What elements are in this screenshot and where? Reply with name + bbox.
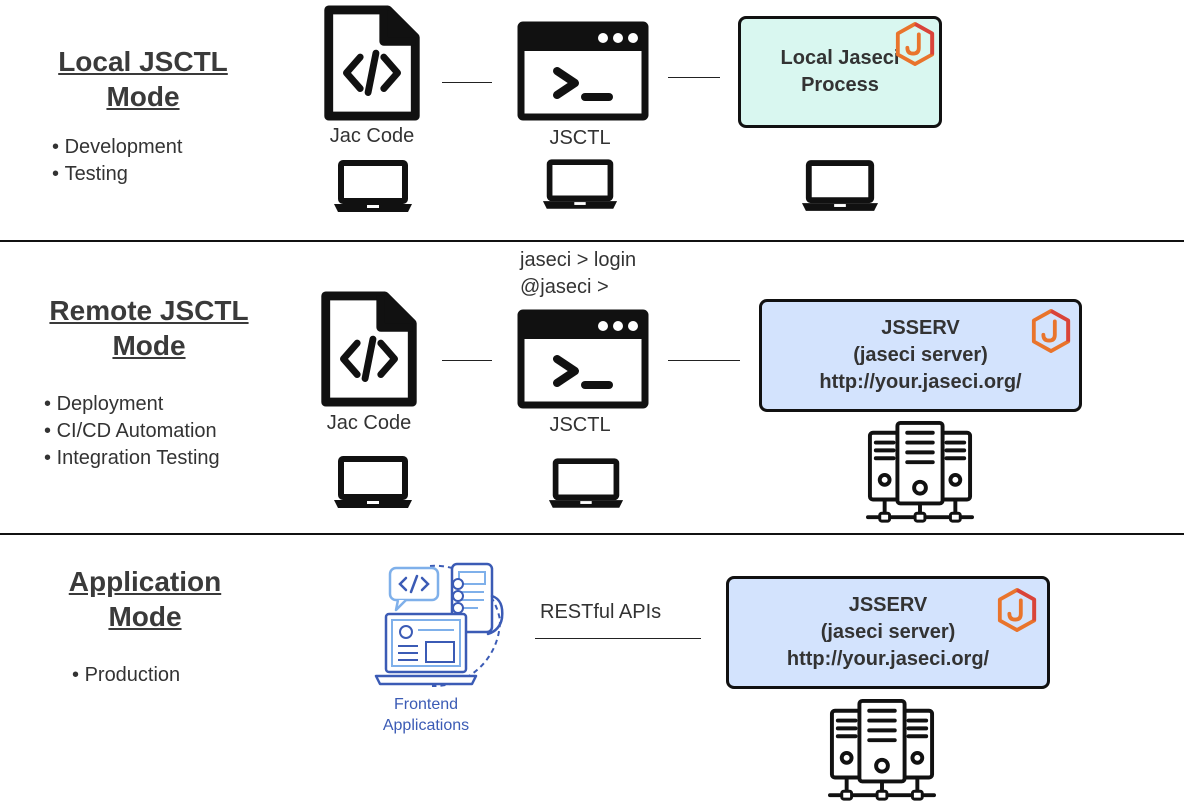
bullet-cicd-automation: CI/CD Automation: [44, 418, 220, 445]
section-divider-2: [0, 533, 1184, 535]
restful-apis-label: RESTful APIs: [540, 601, 662, 623]
remote-mode-title-line2: Mode: [112, 330, 186, 361]
jaseci-logo-icon: [894, 21, 936, 67]
frontend-applications-label: Frontend Applications: [366, 694, 486, 736]
jaseci-logo-icon: [996, 587, 1038, 633]
local-process-line2: Process: [801, 74, 879, 96]
local-process-line1: Local Jaseci: [780, 47, 900, 69]
remote-jac-code-label: Jac Code: [326, 412, 412, 434]
bullet-integration-testing: Integration Testing: [44, 445, 220, 472]
terminal-window-icon: [516, 309, 650, 409]
laptop-icon: [333, 456, 413, 510]
bullet-testing: Testing: [52, 161, 182, 188]
section-divider-1: [0, 240, 1184, 242]
laptop-icon: [548, 458, 624, 510]
frontend-apps-illustration: [374, 562, 504, 688]
jaseci-logo-icon: [1030, 308, 1072, 354]
local-jaseci-process-box: Local Jaseci Process: [738, 16, 942, 128]
remote-prompt-line1: jaseci > login: [520, 249, 637, 271]
remote-jsserv-box: JSSERV (jaseci server) http://your.jasec…: [759, 299, 1082, 412]
remote-jsctl-label: JSCTL: [549, 414, 611, 436]
bullet-deployment: Deployment: [44, 391, 220, 418]
remote-connector-jsctl-server: [668, 360, 740, 361]
local-connector-code-jsctl: [442, 82, 492, 83]
laptop-icon: [542, 159, 618, 211]
remote-mode-title: Remote JSCTL Mode: [34, 293, 264, 363]
application-mode-bullets: Production: [72, 662, 181, 689]
app-connector-frontend-server: [535, 638, 701, 639]
application-mode-title-line1: Application: [68, 566, 222, 597]
local-jsctl-label: JSCTL: [549, 127, 611, 149]
server-rack-icon: [828, 698, 936, 802]
remote-mode-title-line1: Remote JSCTL: [49, 295, 249, 326]
remote-server-line1: JSSERV: [881, 317, 960, 339]
remote-server-line2: (jaseci server): [853, 344, 988, 366]
terminal-window-icon: [516, 21, 650, 121]
frontend-label-line1: Frontend: [393, 696, 459, 713]
local-jac-code-label: Jac Code: [329, 125, 415, 147]
remote-prompt-line2: @jaseci >: [520, 276, 609, 298]
remote-connector-code-jsctl: [442, 360, 492, 361]
app-server-line3: http://your.jaseci.org/: [786, 648, 990, 670]
local-connector-jsctl-process: [668, 77, 720, 78]
frontend-label-line2: Applications: [382, 717, 470, 734]
app-server-line2: (jaseci server): [820, 621, 956, 643]
remote-mode-bullets: Deployment CI/CD Automation Integration …: [44, 391, 220, 472]
app-server-line1: JSSERV: [848, 594, 928, 616]
remote-cli-prompt: jaseci > login @jaseci >: [520, 247, 636, 301]
code-file-icon: [322, 4, 422, 122]
local-mode-title: Local JSCTL Mode: [40, 44, 246, 114]
local-mode-title-line2: Mode: [106, 81, 180, 112]
laptop-icon: [801, 160, 879, 213]
local-mode-title-line1: Local JSCTL: [58, 46, 228, 77]
bullet-production: Production: [72, 662, 181, 689]
local-mode-bullets: Development Testing: [52, 134, 183, 188]
application-mode-title: Application Mode: [44, 564, 246, 634]
remote-server-line3: http://your.jaseci.org/: [819, 371, 1022, 393]
application-mode-title-line2: Mode: [108, 601, 182, 632]
code-file-icon: [319, 290, 419, 408]
application-jsserv-box: JSSERV (jaseci server) http://your.jasec…: [726, 576, 1050, 689]
bullet-development: Development: [52, 134, 183, 161]
laptop-icon: [333, 160, 413, 214]
server-rack-icon: [866, 420, 974, 524]
